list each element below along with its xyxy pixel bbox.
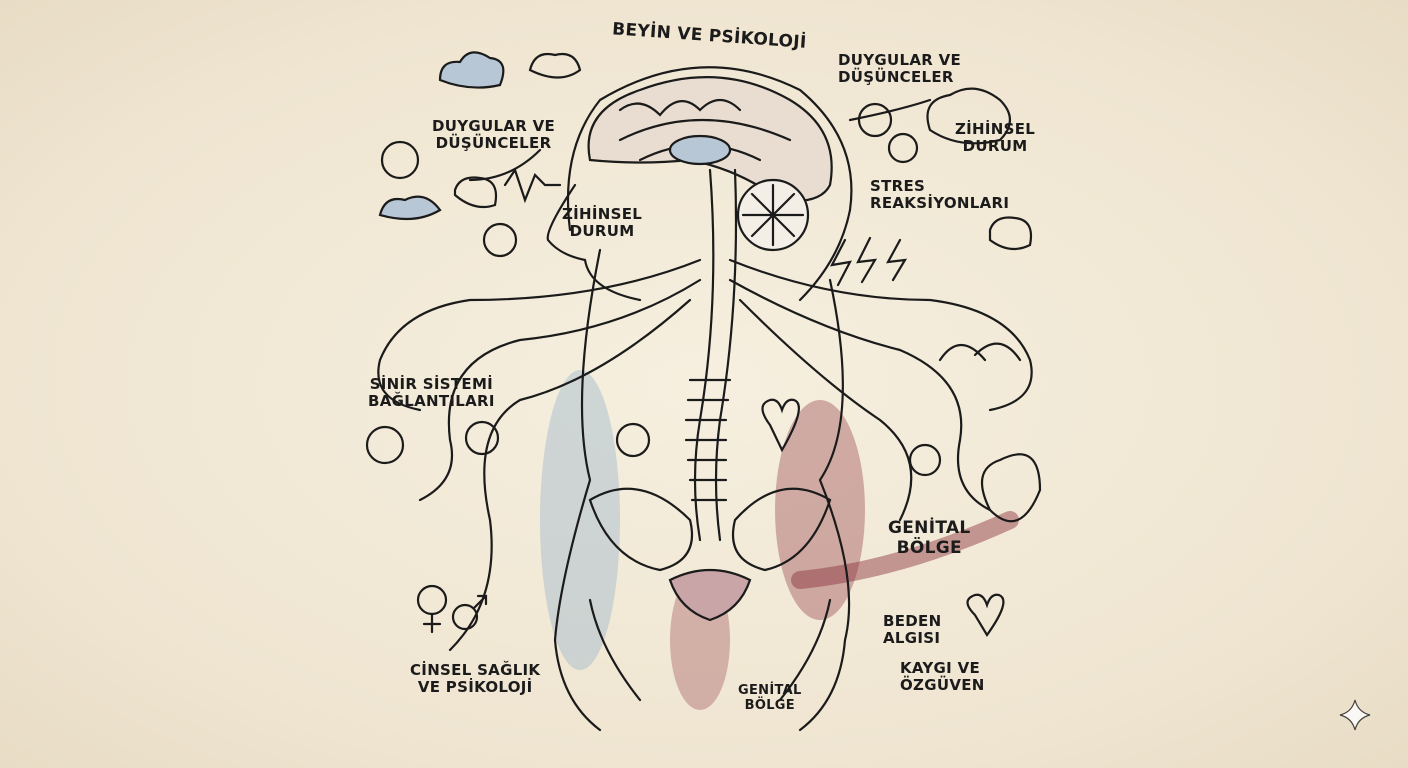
label-mental-state-right: ZİHİNSEL DURUM bbox=[955, 120, 1036, 155]
worried-face-icon bbox=[908, 443, 942, 477]
label-nervous-system: SİNİR SİSTEMİ BAĞLANTILARI bbox=[368, 375, 495, 410]
happy-face-icon bbox=[464, 420, 500, 456]
label-sexual-health: CİNSEL SAĞLIK VE PSİKOLOJİ bbox=[410, 661, 541, 696]
brain-icon-small bbox=[453, 176, 498, 209]
heart-icon bbox=[966, 593, 1005, 638]
blue-wash bbox=[540, 370, 620, 670]
red-wash bbox=[775, 400, 865, 620]
sparkle-icon bbox=[1339, 699, 1371, 731]
sad-face-icon bbox=[615, 422, 651, 458]
label-genital-bottom: GENİTAL BÖLGE bbox=[738, 683, 802, 713]
cloud-icon bbox=[528, 52, 582, 79]
cloud-icon bbox=[926, 87, 1012, 145]
gender-symbol-icon bbox=[451, 603, 479, 631]
label-emotions-left: DUYGULAR VE DÜŞÜNCELER bbox=[432, 117, 556, 152]
label-emotions-right: DUYGULAR VE DÜŞÜNCELER bbox=[838, 51, 962, 86]
happy-face-icon bbox=[887, 132, 919, 164]
plant-icon bbox=[365, 425, 405, 465]
sad-face-icon bbox=[857, 102, 893, 138]
brain-icon-small bbox=[988, 216, 1033, 251]
head-profile-icon bbox=[380, 140, 420, 180]
label-genital-right: GENİTAL BÖLGE bbox=[888, 518, 971, 558]
label-mental-state-left: ZİHİNSEL DURUM bbox=[562, 205, 643, 240]
head-outline bbox=[566, 66, 853, 302]
couple-icon bbox=[938, 342, 1022, 362]
spine bbox=[684, 168, 738, 542]
cloud-icon bbox=[438, 51, 505, 89]
pelvis bbox=[588, 487, 694, 572]
fetus-icon bbox=[980, 453, 1042, 523]
label-body-image: BEDEN ALGISI bbox=[883, 612, 942, 647]
lightning-icon bbox=[830, 236, 908, 287]
label-anxiety: KAYGI VE ÖZGÜVEN bbox=[900, 659, 985, 694]
cloud-icon bbox=[378, 195, 442, 221]
label-stress: STRES REAKSİYONLARI bbox=[870, 177, 1010, 212]
brain-icon bbox=[587, 76, 833, 252]
sad-face-icon bbox=[482, 222, 518, 258]
gender-symbol-icon bbox=[416, 584, 448, 616]
heart-icon bbox=[761, 398, 800, 453]
